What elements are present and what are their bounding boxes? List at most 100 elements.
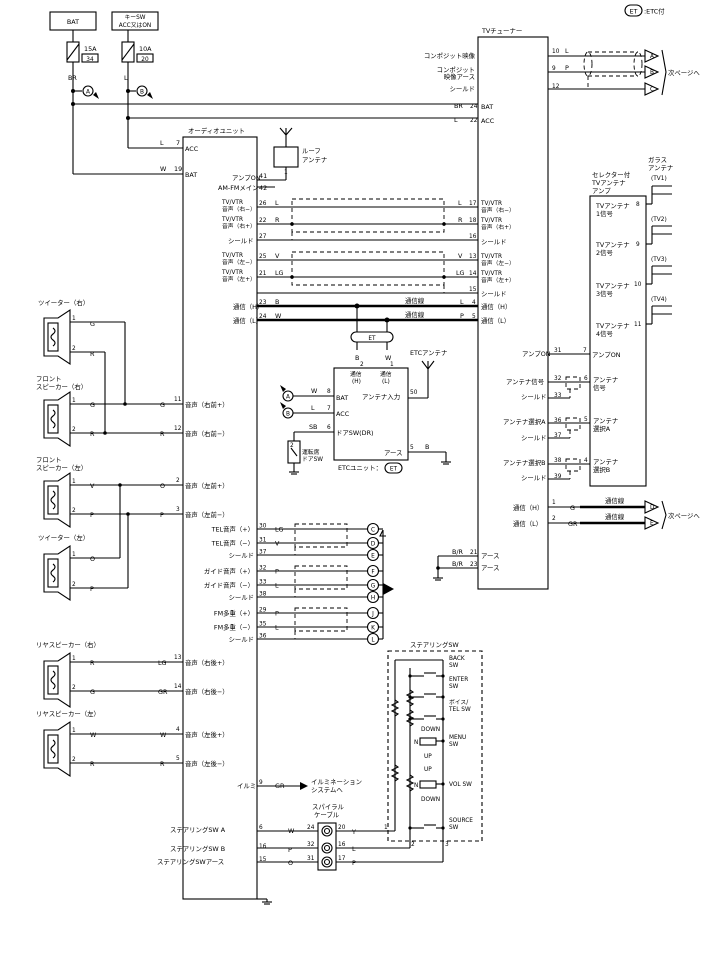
menu-up: UP bbox=[424, 754, 432, 760]
etc-wire-w: W bbox=[385, 354, 392, 362]
fuse-source-bat: BAT bbox=[67, 18, 79, 26]
tel-row-pin: 37 bbox=[259, 550, 267, 556]
tv-13-l2: 音声（左−） bbox=[481, 259, 515, 267]
tv-pin-33: 33 bbox=[554, 393, 562, 399]
tel-row-label: ガイド音声（+） bbox=[204, 567, 254, 576]
steer-pin-16: 16 bbox=[259, 844, 267, 850]
steer-a-label: ステアリングSW A bbox=[170, 825, 226, 834]
spk-tweeter-r-label: ツイーター（右） bbox=[38, 298, 89, 307]
speaker-tweeter-right: ツイーター（右） bbox=[38, 298, 89, 366]
amp-tv4-1: TVアンテナ bbox=[595, 322, 630, 330]
tv-pin-5: 5 bbox=[472, 314, 476, 320]
spiral-pin-20: 20 bbox=[338, 825, 346, 831]
spk3-w1: O bbox=[90, 555, 95, 563]
tv-comm-l-out: 通信（L） bbox=[513, 519, 542, 528]
pin-12: 12 bbox=[552, 84, 560, 90]
spiral-1: スパイラル bbox=[312, 803, 345, 811]
au-wire-5: R bbox=[160, 760, 165, 768]
tv-shield-37: シールド bbox=[521, 434, 547, 442]
tel-row-conn: J bbox=[371, 612, 374, 618]
tv-comm-line-2: 通信線 bbox=[605, 512, 625, 521]
etc-unit: ET B W 2 1 通信 (H) 通信 (L) アンテナ入力 ETCアンテナ … bbox=[280, 306, 451, 475]
au-pin-3: 3 bbox=[176, 507, 180, 513]
fuse-source-key: キーSW bbox=[124, 15, 145, 21]
spk5-pin2: 2 bbox=[72, 757, 76, 763]
tel-row-pin: 32 bbox=[259, 566, 267, 572]
au-pin-2: 2 bbox=[176, 478, 180, 484]
etc-wire-b: B bbox=[355, 354, 359, 362]
tv-pin-39: 39 bbox=[554, 474, 562, 480]
amp-tv2-2: 2信号 bbox=[596, 248, 613, 257]
amp-title-3: アンプ bbox=[592, 187, 611, 195]
spk4-w1: R bbox=[90, 659, 95, 667]
etc-antenna: ETCアンテナ bbox=[410, 349, 447, 357]
tel-row-wire: P bbox=[275, 568, 279, 576]
tv-pin-22: 22 bbox=[470, 118, 478, 124]
tv-pin-1: 1 bbox=[552, 500, 556, 506]
tv-pin-16: 16 bbox=[469, 234, 477, 240]
fuse-num-acc: 20 bbox=[141, 57, 149, 63]
tv2: (TV2) bbox=[651, 217, 667, 223]
amp-tv2-1: TVアンテナ bbox=[595, 241, 630, 249]
audio-acc-label: ACC bbox=[185, 145, 199, 153]
tel-row-label: FM多重（−） bbox=[214, 623, 254, 632]
au-pin-5: 5 bbox=[176, 756, 180, 762]
sw-voice-1: ボイス/ bbox=[449, 698, 468, 706]
etc-wire-7: L bbox=[311, 404, 315, 412]
tv-18-l2: 音声（右+） bbox=[481, 223, 515, 231]
tv-wire-4: L bbox=[460, 298, 464, 306]
fuse-branch-connectors: A B bbox=[71, 85, 153, 120]
tel-row-wire: V bbox=[275, 540, 280, 548]
tv-14-l2: 音声（左+） bbox=[481, 276, 515, 284]
sw-back-1: BACK bbox=[449, 656, 465, 662]
speaker-front-right: フロント スピーカー（右） bbox=[36, 375, 87, 448]
tel-row-label: シールド bbox=[228, 594, 254, 602]
au-wire-21: LG bbox=[275, 269, 284, 277]
wire-p: P bbox=[565, 64, 569, 72]
tel-row-label: シールド bbox=[228, 636, 254, 644]
etc-unit-title: ETCユニット： bbox=[338, 464, 382, 472]
tv-acc-wire: L bbox=[454, 116, 458, 124]
steer-wire-p: P bbox=[288, 846, 292, 854]
amp-tv1-2: 1信号 bbox=[596, 209, 613, 218]
spiral-pin-31: 31 bbox=[307, 856, 315, 862]
tv-wire-18: R bbox=[458, 216, 463, 224]
tv-gnd-23: アース bbox=[481, 564, 499, 572]
spk-front-l-1: フロント bbox=[36, 456, 62, 464]
legend-note: :ETC付 bbox=[644, 7, 665, 16]
au-pin-23: 23 bbox=[259, 300, 267, 306]
tv-wire-21: B/R bbox=[452, 548, 464, 556]
next-page-comm: 次ページへ bbox=[668, 511, 700, 520]
amp-on-pin: 41 bbox=[259, 172, 267, 180]
steer-out-y: Y bbox=[351, 828, 356, 836]
tv-ground: B/R 21 アース B/R 23 アース bbox=[433, 548, 499, 581]
spk1-w1: G bbox=[90, 401, 95, 409]
amp-sel-a-2: 選択A bbox=[593, 424, 611, 433]
tel-row-label: FM多重（+） bbox=[214, 609, 254, 618]
etc-ground: アース bbox=[384, 449, 402, 457]
glass-antenna-2: アンテナ bbox=[648, 164, 673, 172]
au-wire-23: B bbox=[275, 298, 279, 306]
sw-menu-1: MENU bbox=[449, 735, 466, 741]
spk0-pin2: 2 bbox=[72, 346, 76, 352]
tv-vtr-audio: TV/VTR 音声（右−） 26 L TV/VTR 音声（右+） 22 R シー… bbox=[221, 198, 515, 298]
tv-pin-13: 13 bbox=[469, 254, 477, 260]
audio-unit: オーディオユニット bbox=[182, 126, 272, 905]
roof-antenna: ルーフ アンテナ 1 bbox=[257, 127, 327, 188]
tv-pin-14: 14 bbox=[469, 271, 477, 277]
spk1-pin2: 2 bbox=[72, 427, 76, 433]
spk1-w2: R bbox=[90, 430, 95, 438]
steer-b-label: ステアリングSW B bbox=[170, 844, 225, 853]
au-pin-24: 24 bbox=[259, 314, 267, 320]
steer-pin-3: 3 bbox=[445, 842, 449, 848]
etc-bat: BAT bbox=[336, 394, 348, 402]
tv-pin-23: 23 bbox=[470, 562, 478, 568]
tel-row-conn-circle bbox=[366, 536, 380, 550]
tv-pin-31: 31 bbox=[554, 348, 562, 354]
tv-ant-sig-1: アンテナ信号 bbox=[506, 377, 544, 386]
etc-pin-1: 1 bbox=[390, 362, 394, 368]
audio-bat-label: BAT bbox=[185, 171, 197, 179]
amp-pin-10: 10 bbox=[634, 282, 642, 288]
speaker-rear-right: リヤスピーカー（右） bbox=[36, 640, 100, 709]
au-pin-13: 13 bbox=[174, 655, 182, 661]
